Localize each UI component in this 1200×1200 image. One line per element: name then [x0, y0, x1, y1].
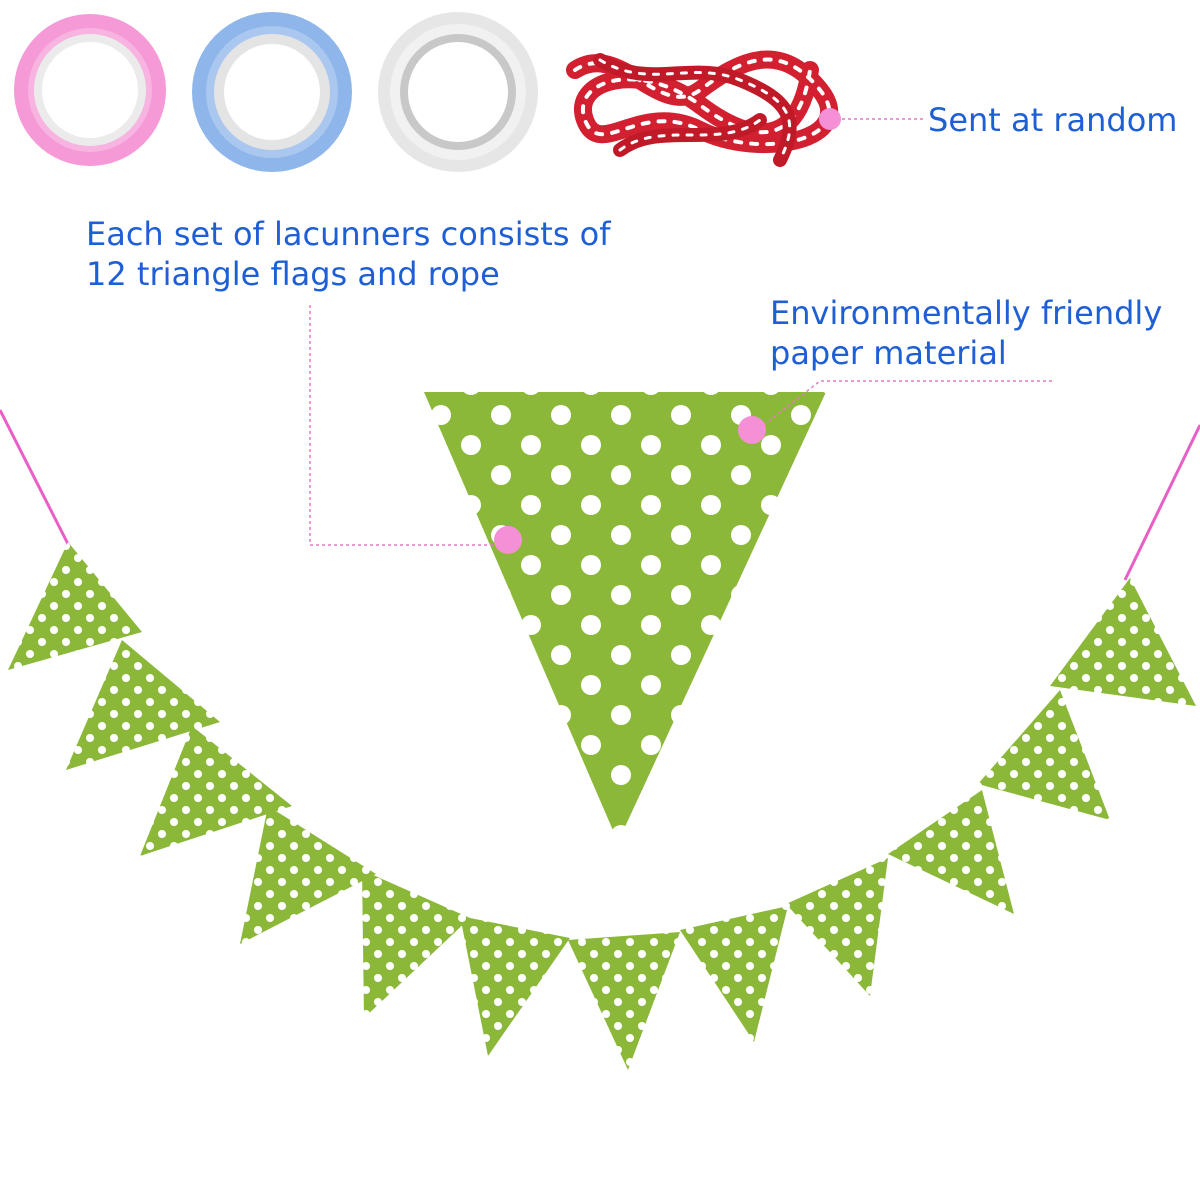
bunting-flags	[8, 542, 1196, 1070]
each-set-callout	[309, 305, 522, 554]
red-white-twine-icon	[566, 50, 838, 167]
material-description: Environmentally friendly paper material	[770, 293, 1162, 373]
bunting-flag	[240, 806, 376, 944]
bunting-rope	[0, 409, 1200, 581]
bunting-flag	[8, 542, 142, 670]
flag-set-description-line1: Each set of lacunners consists of	[86, 215, 611, 253]
environment-callout	[738, 380, 1052, 444]
polka-dot-flag-icon	[424, 392, 826, 842]
sent-at-random-callout	[819, 108, 926, 130]
bunting-flag	[568, 932, 680, 1070]
bunting-flag	[362, 870, 470, 1018]
bunting-flag	[140, 726, 292, 856]
pink-tape-icon	[14, 14, 166, 166]
blue-tape-icon	[192, 12, 352, 172]
bunting-flag	[680, 906, 788, 1042]
bunting-flag	[978, 690, 1110, 820]
flag-set-description-line2: 12 triangle flags and rope	[86, 255, 500, 293]
bunting-flag	[888, 790, 1014, 914]
material-description-line2: paper material	[770, 334, 1007, 372]
bunting-flag	[1050, 578, 1196, 706]
sent-at-random-label: Sent at random	[928, 101, 1178, 139]
bunting-flag	[460, 916, 570, 1056]
bunting-flag	[66, 640, 220, 770]
bunting-flag	[786, 858, 888, 996]
clear-tape-icon	[378, 12, 538, 172]
material-description-line1: Environmentally friendly	[770, 294, 1163, 332]
flag-set-description: Each set of lacunners consists of 12 tri…	[86, 214, 611, 294]
